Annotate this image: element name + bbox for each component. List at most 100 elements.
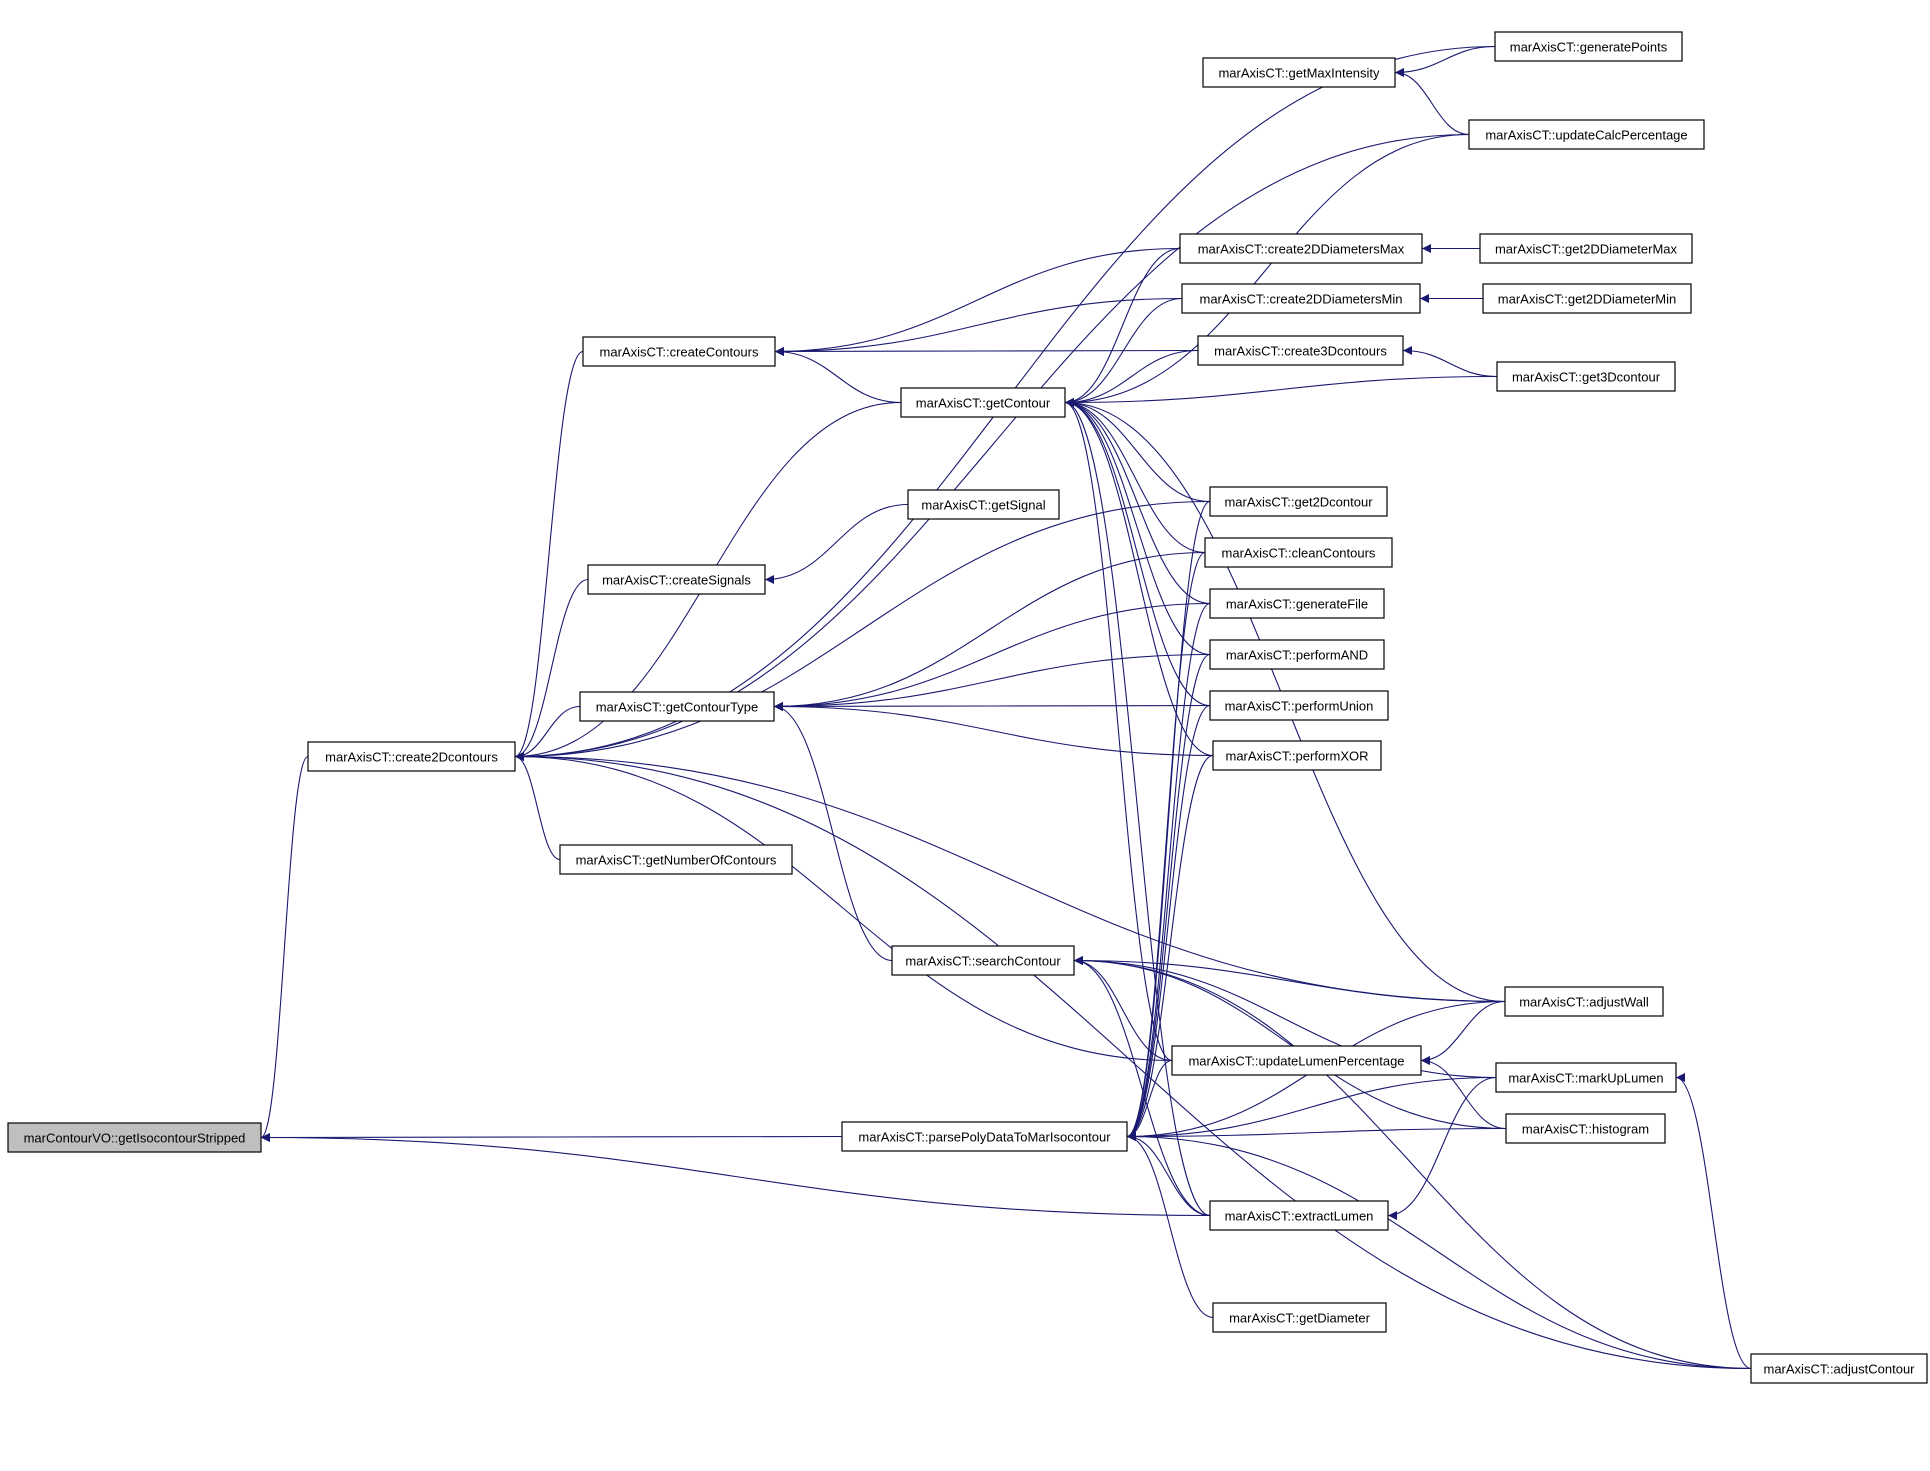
node-label: marAxisCT::create2DDiametersMin xyxy=(1200,292,1403,307)
node-box xyxy=(7,1122,262,1153)
node-label: marAxisCT::searchContour xyxy=(905,954,1061,969)
call-edge-mark-up-lumen-to-parse-poly-data-to-mar-isocontour xyxy=(1126,1076,1497,1141)
node-box xyxy=(1212,740,1382,771)
node-label: marAxisCT::getSignal xyxy=(921,498,1045,513)
node-get2-ddiameter-min[interactable]: marAxisCT::get2DDiameterMin xyxy=(1482,283,1692,314)
node-get-signal[interactable]: marAxisCT::getSignal xyxy=(907,489,1060,520)
call-edge-update-lumen-percentage-to-create2-dcontours xyxy=(514,752,1173,1062)
node-box xyxy=(1494,31,1683,62)
node-label: marAxisCT::performAND xyxy=(1226,648,1368,663)
call-edge-get-contour-to-create-contours xyxy=(774,347,902,404)
node-label: marAxisCT::updateLumenPercentage xyxy=(1188,1054,1404,1069)
node-perform-xor[interactable]: marAxisCT::performXOR xyxy=(1212,740,1382,771)
call-edge-mark-up-lumen-to-extract-lumen xyxy=(1387,1076,1497,1220)
call-edge-perform-union-to-get-contour xyxy=(1064,398,1211,707)
node-perform-and[interactable]: marAxisCT::performAND xyxy=(1209,639,1385,670)
node-generate-points[interactable]: marAxisCT::generatePoints xyxy=(1494,31,1683,62)
node-box xyxy=(1495,1062,1677,1093)
call-edge-create2-ddiameters-min-to-create-contours xyxy=(774,297,1183,356)
node-box xyxy=(1496,361,1676,392)
node-label: marAxisCT::markUpLumen xyxy=(1508,1071,1663,1086)
node-create-signals[interactable]: marAxisCT::createSignals xyxy=(587,564,766,595)
call-edge-clean-contours-to-get-contour xyxy=(1064,398,1206,554)
call-edge-histogram-to-search-contour xyxy=(1073,956,1507,1130)
call-edge-adjust-contour-to-create2-dcontours xyxy=(514,752,1752,1370)
node-label: marAxisCT::getNumberOfContours xyxy=(576,853,777,868)
node-generate-file[interactable]: marAxisCT::generateFile xyxy=(1209,588,1385,619)
node-get-isocontour-stripped[interactable]: marContourVO::getIsocontourStripped xyxy=(7,1122,262,1153)
call-edge-mark-up-lumen-to-search-contour xyxy=(1073,956,1497,1079)
call-edge-perform-union-to-parse-poly-data-to-mar-isocontour xyxy=(1126,704,1211,1141)
node-create2-ddiameters-min[interactable]: marAxisCT::create2DDiametersMin xyxy=(1181,283,1421,314)
node-box xyxy=(559,844,793,875)
node-get2-dcontour[interactable]: marAxisCT::get2Dcontour xyxy=(1209,486,1388,517)
node-create-contours[interactable]: marAxisCT::createContours xyxy=(582,336,776,367)
node-box xyxy=(841,1121,1128,1152)
node-box xyxy=(1181,283,1421,314)
call-edge-get3-dcontour-to-create3-dcontours xyxy=(1402,346,1498,378)
node-histogram[interactable]: marAxisCT::histogram xyxy=(1505,1113,1666,1144)
node-label: marAxisCT::getContourType xyxy=(596,700,759,715)
call-edge-adjust-contour-to-mark-up-lumen xyxy=(1675,1073,1752,1370)
call-edge-extract-lumen-to-get-contour xyxy=(1064,398,1211,1217)
call-edge-extract-lumen-to-get-isocontour-stripped xyxy=(260,1133,1211,1217)
node-clean-contours[interactable]: marAxisCT::cleanContours xyxy=(1204,537,1393,568)
node-update-lumen-percentage[interactable]: marAxisCT::updateLumenPercentage xyxy=(1171,1045,1422,1076)
call-edge-get3-dcontour-to-get-contour xyxy=(1064,375,1498,407)
node-get-max-intensity[interactable]: marAxisCT::getMaxIntensity xyxy=(1202,57,1396,88)
node-box xyxy=(1504,986,1664,1017)
call-edge-extract-lumen-to-search-contour xyxy=(1073,956,1211,1217)
node-parse-poly-data-to-mar-isocontour[interactable]: marAxisCT::parsePolyDataToMarIsocontour xyxy=(841,1121,1128,1152)
node-label: marAxisCT::histogram xyxy=(1522,1122,1649,1137)
call-edge-get2-dcontour-to-create2-dcontours xyxy=(514,500,1211,761)
node-box xyxy=(1171,1045,1422,1076)
call-edge-get-contour-type-to-create2-dcontours xyxy=(514,705,581,761)
node-label: marAxisCT::performUnion xyxy=(1225,699,1374,714)
node-update-calc-percentage[interactable]: marAxisCT::updateCalcPercentage xyxy=(1468,119,1705,150)
node-box xyxy=(1197,335,1404,366)
call-edge-generate-file-to-get-contour-type xyxy=(773,602,1211,711)
node-get-diameter[interactable]: marAxisCT::getDiameter xyxy=(1212,1302,1387,1333)
node-create2-dcontours[interactable]: marAxisCT::create2Dcontours xyxy=(307,741,516,772)
call-edge-create2-ddiameters-min-to-get-contour xyxy=(1064,297,1183,407)
node-search-contour[interactable]: marAxisCT::searchContour xyxy=(891,945,1075,976)
node-label: marAxisCT::cleanContours xyxy=(1222,546,1376,561)
node-extract-lumen[interactable]: marAxisCT::extractLumen xyxy=(1209,1200,1389,1231)
node-get-contour[interactable]: marAxisCT::getContour xyxy=(900,387,1066,418)
node-box xyxy=(1468,119,1705,150)
node-get-number-of-contours[interactable]: marAxisCT::getNumberOfContours xyxy=(559,844,793,875)
node-create3-dcontours[interactable]: marAxisCT::create3Dcontours xyxy=(1197,335,1404,366)
node-label: marAxisCT::createContours xyxy=(600,345,759,360)
node-box xyxy=(907,489,1060,520)
node-get2-ddiameter-max[interactable]: marAxisCT::get2DDiameterMax xyxy=(1479,233,1693,264)
node-create2-ddiameters-max[interactable]: marAxisCT::create2DDiametersMax xyxy=(1179,233,1423,264)
node-box xyxy=(1482,283,1692,314)
node-label: marAxisCT::create3Dcontours xyxy=(1214,344,1387,359)
node-box xyxy=(1179,233,1423,264)
call-edge-get2-dcontour-to-parse-poly-data-to-mar-isocontour xyxy=(1126,500,1211,1141)
node-box xyxy=(1750,1353,1928,1384)
node-box xyxy=(1209,690,1389,721)
node-perform-union[interactable]: marAxisCT::performUnion xyxy=(1209,690,1389,721)
node-mark-up-lumen[interactable]: marAxisCT::markUpLumen xyxy=(1495,1062,1677,1093)
call-edge-update-calc-percentage-to-get-max-intensity xyxy=(1394,68,1470,136)
node-box xyxy=(582,336,776,367)
call-edge-generate-file-to-parse-poly-data-to-mar-isocontour xyxy=(1126,602,1211,1141)
call-edge-perform-xor-to-get-contour xyxy=(1064,398,1214,757)
node-label: marAxisCT::get2DDiameterMin xyxy=(1498,292,1676,307)
node-box xyxy=(1479,233,1693,264)
node-box xyxy=(1505,1113,1666,1144)
node-box xyxy=(1209,486,1388,517)
call-edge-parse-poly-data-to-mar-isocontour-to-get-isocontour-stripped xyxy=(260,1132,843,1142)
node-label: marAxisCT::createSignals xyxy=(602,573,751,588)
node-get3-dcontour[interactable]: marAxisCT::get3Dcontour xyxy=(1496,361,1676,392)
node-label: marAxisCT::performXOR xyxy=(1225,749,1368,764)
node-adjust-contour[interactable]: marAxisCT::adjustContour xyxy=(1750,1353,1928,1384)
node-adjust-wall[interactable]: marAxisCT::adjustWall xyxy=(1504,986,1664,1017)
node-box xyxy=(1209,1200,1389,1231)
node-label: marAxisCT::adjustWall xyxy=(1519,995,1649,1010)
node-get-contour-type[interactable]: marAxisCT::getContourType xyxy=(579,691,775,722)
call-edge-perform-and-to-get-contour xyxy=(1064,398,1211,656)
call-edge-search-contour-to-get-contour-type xyxy=(773,702,893,962)
node-box xyxy=(1212,1302,1387,1333)
